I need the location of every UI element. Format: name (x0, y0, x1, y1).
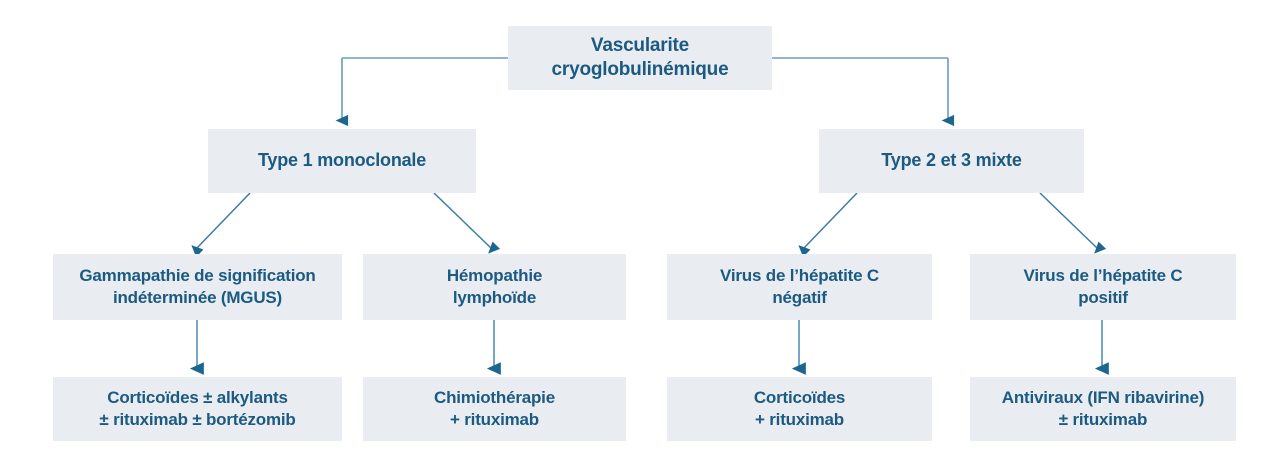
node-mgus: Gammapathie de signification indéterminé… (53, 254, 342, 320)
node-vhc-negatif: Virus de l’hépatite C négatif (667, 254, 932, 320)
node-vhc-positif: Virus de l’hépatite C positif (970, 254, 1236, 320)
connector-type23-to-vhcneg (798, 192, 858, 258)
connector-type1-to-mgus (191, 192, 251, 258)
node-type-1-monoclonale: Type 1 monoclonale (208, 129, 476, 193)
node-treatment-vhc-positif: Antiviraux (IFN ribavirine) ± rituximab (970, 377, 1236, 441)
node-type-2-et-3-mixte: Type 2 et 3 mixte (819, 129, 1084, 193)
node-root-vascularite: Vascularite cryoglobulinémique (508, 26, 772, 90)
connector-type1-to-hemopathie (433, 192, 501, 254)
node-treatment-vhc-negatif: Corticoïdes + rituximab (667, 377, 932, 441)
node-treatment-hemopathie: Chimiothérapie + rituximab (363, 377, 626, 441)
node-hemopathie-lymphoide: Hémopathie lymphoïde (363, 254, 626, 320)
node-treatment-mgus: Corticoïdes ± alkylants ± rituximab ± bo… (53, 377, 342, 441)
connector-type23-to-vhcpos (1039, 192, 1107, 254)
